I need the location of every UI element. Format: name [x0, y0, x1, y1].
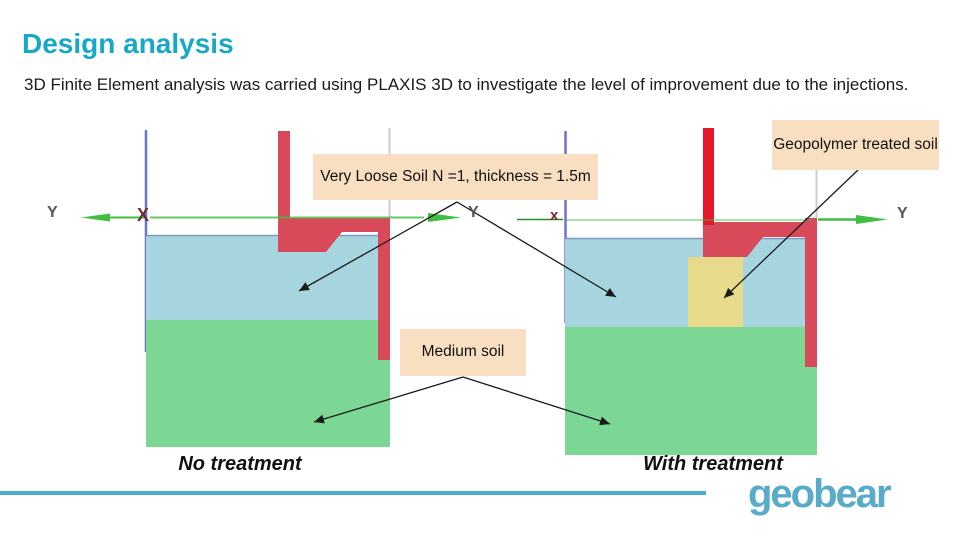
caption-no-treatment: No treatment	[178, 453, 302, 475]
callout-geopolymer-label: Geopolymer treated soil	[773, 135, 938, 153]
left-foundation-structure	[278, 131, 390, 360]
footer-divider-line	[0, 491, 706, 495]
arrow-medium-to-right	[462, 376, 611, 426]
arrow-medium-to-left	[313, 376, 464, 424]
x-origin-marker-right: x	[550, 207, 559, 224]
left-loose-soil-layer	[146, 235, 390, 320]
right-medium-soil-layer	[565, 327, 817, 455]
right-pile-column	[703, 128, 714, 225]
arrow-very-loose-to-left	[298, 201, 458, 292]
geobear-logo: geobear	[748, 472, 892, 516]
caption-with-treatment: With treatment	[643, 453, 783, 475]
page-title: Design analysis	[22, 28, 234, 59]
subtitle-text: 3D Finite Element analysis was carried u…	[24, 75, 909, 94]
y-axis-left-model	[81, 213, 461, 222]
callout-medium-soil-label: Medium soil	[421, 343, 505, 361]
x-origin-marker-left: X	[137, 205, 150, 225]
y-axis-right-model	[517, 215, 888, 224]
y-axis-label-middle: Y	[468, 204, 479, 221]
geopolymer-treated-block	[688, 257, 743, 327]
y-axis-label-far-left: Y	[47, 204, 58, 221]
arrow-geopolymer-to-block	[723, 169, 859, 299]
callout-very-loose-soil: Very Loose Soil N =1, thickness = 1.5m	[313, 154, 598, 200]
callout-medium-soil: Medium soil	[400, 329, 526, 376]
y-axis-label-far-right: Y	[897, 205, 908, 222]
callout-very-loose-soil-label: Very Loose Soil N =1, thickness = 1.5m	[320, 167, 591, 185]
annotation-arrows	[298, 169, 859, 426]
callout-geopolymer: Geopolymer treated soil	[772, 120, 939, 170]
right-foundation-structure	[703, 128, 817, 367]
arrow-very-loose-to-right	[456, 201, 617, 298]
left-medium-soil-layer	[146, 320, 390, 447]
